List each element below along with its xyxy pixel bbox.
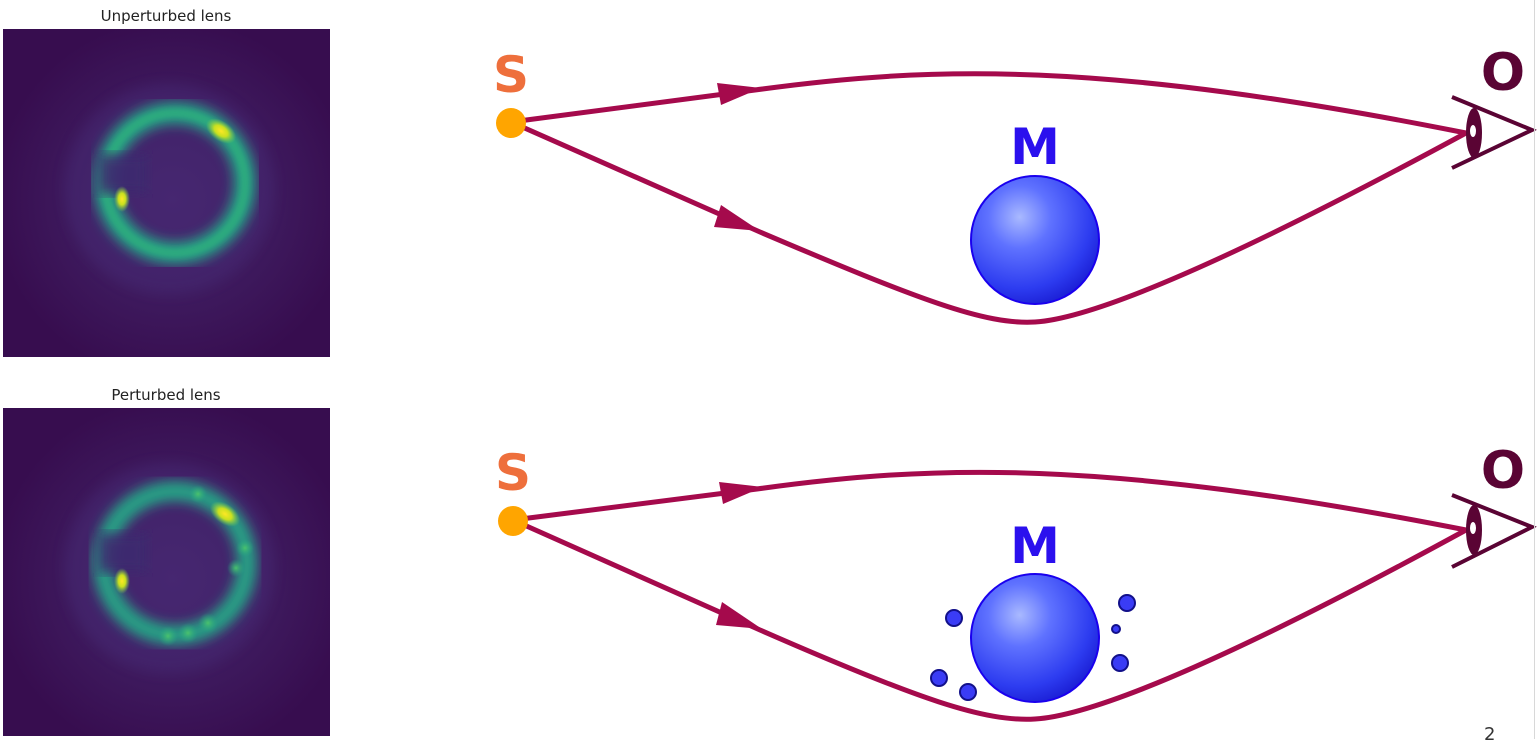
observer-eye-icon <box>1451 95 1537 170</box>
ray-upper-bottom <box>512 469 1467 533</box>
subhalo <box>930 669 948 687</box>
mass-sphere-bottom <box>970 573 1100 703</box>
slide-edge <box>1534 0 1535 739</box>
ray-upper-top <box>510 71 1467 136</box>
panel-title-unperturbed: Unperturbed lens <box>100 7 232 25</box>
mass-label-top: M <box>1010 118 1060 176</box>
subhalo <box>1111 624 1121 634</box>
subhalo <box>959 683 977 701</box>
diagram-top: S M O <box>493 43 1537 325</box>
page-number: 2 <box>1484 724 1496 745</box>
subhalo <box>1118 594 1136 612</box>
arrow-lower-bottom <box>716 602 762 629</box>
observer-label-top: O <box>1481 43 1525 103</box>
observer-label-bottom: O <box>1481 441 1525 501</box>
source-label-bottom: S <box>495 444 531 502</box>
source-dot-bottom <box>498 506 528 536</box>
subhalo <box>945 609 963 627</box>
ray-lower-bottom <box>511 517 1468 722</box>
ray-lower-top <box>509 119 1468 325</box>
source-label-top: S <box>493 46 529 104</box>
source-dot-top <box>496 108 526 138</box>
subhalo-dots <box>930 594 1136 701</box>
arrow-upper-top <box>717 83 761 105</box>
arrow-upper-bottom <box>719 482 763 504</box>
mass-sphere-top <box>970 175 1100 305</box>
diagram-bottom: S M O <box>495 441 1537 722</box>
mass-label-bottom: M <box>1010 517 1060 575</box>
panel-title-perturbed: Perturbed lens <box>111 386 221 404</box>
arrow-lower-top <box>714 205 760 231</box>
observer-eye-icon <box>1451 493 1537 569</box>
unperturbed-lens-image <box>3 29 330 357</box>
perturbed-lens-image <box>3 408 330 736</box>
subhalo <box>1111 654 1129 672</box>
